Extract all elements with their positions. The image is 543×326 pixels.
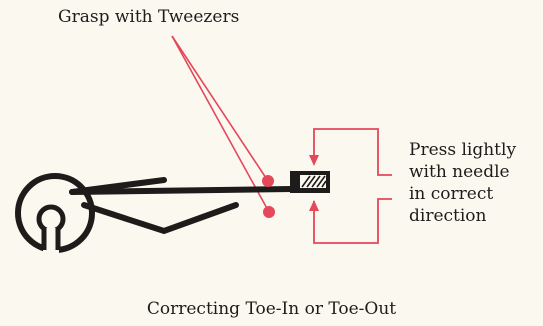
press-direction-bracket: [313, 128, 392, 244]
tonearm-main-shaft: [69, 186, 295, 195]
arrow-down-icon: [309, 155, 319, 166]
tonearm: [69, 177, 295, 235]
press-line-3: in correct: [409, 184, 494, 204]
grasp-point-lower: [263, 206, 275, 218]
pointer-line-upper: [171, 35, 269, 182]
pivot-mount: [15, 173, 95, 254]
press-line-4: direction: [409, 206, 487, 226]
tweezer-pointer-lines: [171, 35, 270, 213]
pointer-line-lower: [171, 35, 270, 213]
cartridge-head: [290, 171, 330, 193]
bracket-lower-line: [313, 198, 392, 244]
grasp-point-upper: [262, 175, 274, 187]
press-line-1: Press lightly: [409, 140, 517, 160]
figure-caption: Correcting Toe-In or Toe-Out: [146, 299, 397, 319]
tonearm-lower-bracket: [81, 202, 239, 235]
press-line-2: with needle: [409, 162, 510, 182]
arrow-up-icon: [309, 200, 319, 211]
press-instruction-label: Press lightly with needle in correct dir…: [409, 139, 516, 227]
grasp-label: Grasp with Tweezers: [58, 7, 240, 27]
bracket-upper-line: [313, 128, 392, 176]
